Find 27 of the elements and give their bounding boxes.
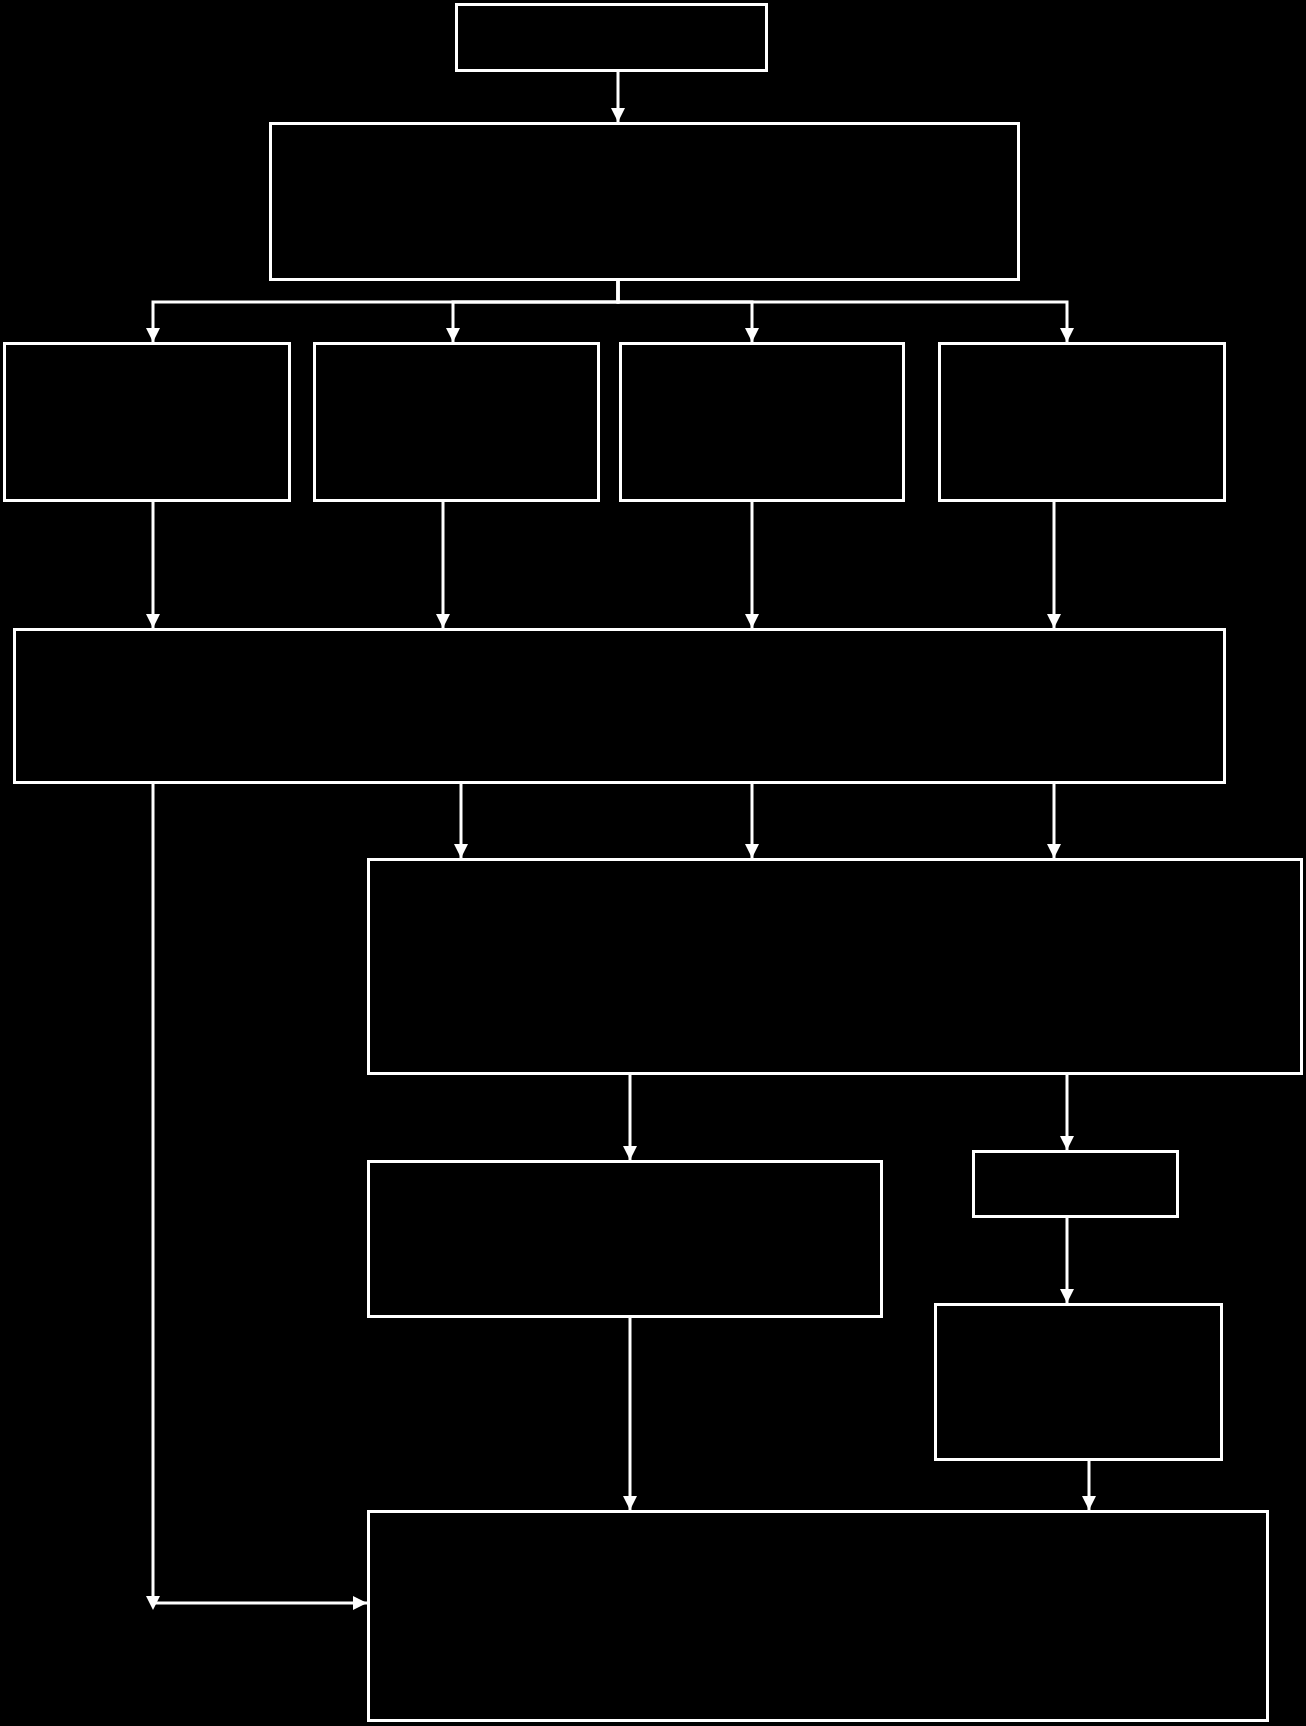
- arrow: [146, 784, 367, 1610]
- process-box: [934, 1303, 1223, 1461]
- process-box: [972, 1150, 1179, 1218]
- arrow: [1060, 1218, 1074, 1303]
- arrow: [436, 502, 450, 628]
- arrow: [1047, 784, 1061, 858]
- arrow: [454, 784, 468, 858]
- process-box: [619, 342, 905, 502]
- process-box: [367, 1510, 1269, 1722]
- process-box: [367, 858, 1303, 1075]
- process-box: [367, 1160, 883, 1318]
- arrow: [745, 784, 759, 858]
- process-box: [455, 3, 768, 72]
- arrow: [623, 1075, 637, 1160]
- arrow: [616, 281, 1074, 342]
- process-box: [269, 122, 1020, 281]
- arrow: [1060, 1075, 1074, 1150]
- arrow: [623, 1318, 637, 1510]
- process-box: [3, 342, 291, 502]
- arrow: [611, 72, 625, 122]
- process-box: [13, 628, 1226, 784]
- process-box: [313, 342, 600, 502]
- arrow: [745, 502, 759, 628]
- arrow: [146, 502, 160, 628]
- arrow: [1082, 1461, 1096, 1510]
- arrow: [1047, 502, 1061, 628]
- process-box: [938, 342, 1226, 502]
